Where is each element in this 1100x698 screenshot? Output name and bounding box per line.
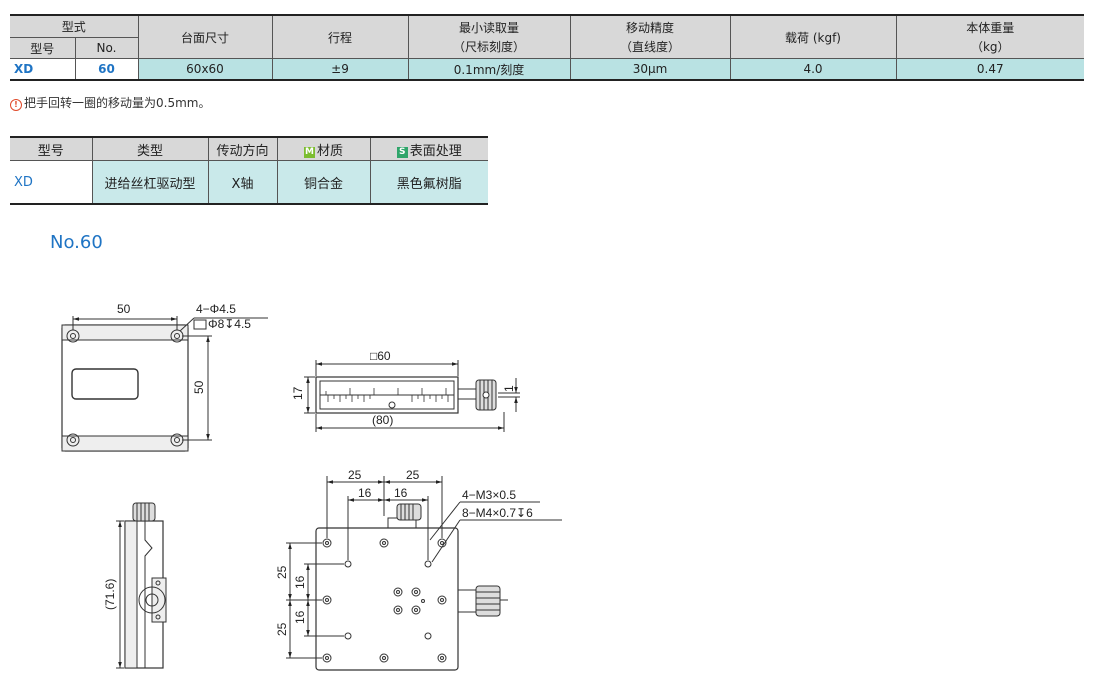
header-weight-sub: （kg） — [970, 40, 1010, 54]
warning-icon: ! — [10, 99, 22, 111]
type-header-surface-label: 表面处理 — [409, 143, 462, 159]
header-stroke: 行程 — [271, 14, 408, 59]
spec-table: 型式 台面尺寸 行程 最小读取量 （尺标刻度） 移动精度 （直线度） 载荷 (k… — [10, 14, 1084, 81]
side-view — [116, 502, 167, 669]
screw-hole-icon — [322, 538, 447, 663]
tap-spec-1: 4−M3×0.5 — [462, 488, 516, 502]
header-model: 型号 — [10, 37, 75, 59]
dim-71-6: (71.6) — [103, 579, 117, 610]
mount-hole-icon — [66, 329, 184, 447]
dim-60: □60 — [370, 349, 391, 363]
cell-model: XD — [10, 58, 75, 81]
header-weight-label: 本体重量 — [966, 21, 1015, 35]
hole-spec-1: 4−Φ4.5 — [196, 302, 236, 316]
type-cell-material: 铜合金 — [276, 160, 370, 205]
header-load: 载荷 (kgf) — [729, 14, 896, 59]
header-weight: 本体重量 （kg） — [895, 14, 1084, 59]
front-view — [304, 360, 520, 432]
cell-no: 60 — [74, 58, 138, 81]
dim-25-v2: 25 — [275, 622, 289, 636]
dim-16-v1: 16 — [293, 575, 307, 589]
header-form: 型式 — [10, 14, 138, 38]
cell-weight: 0.47 — [895, 58, 1084, 81]
note-text: 把手回转一圈的移动量为0.5mm。 — [24, 96, 211, 110]
type-cell-type: 进给丝杠驱动型 — [91, 160, 208, 205]
header-accuracy: 移动精度 （直线度） — [569, 14, 730, 59]
cell-accuracy: 30μm — [569, 58, 730, 81]
dim-50-top: 50 — [117, 302, 131, 316]
type-cell-surface: 黑色氟树脂 — [369, 160, 488, 205]
type-header-direction: 传动方向 — [207, 136, 277, 161]
scale-ticks — [325, 388, 449, 402]
type-header-material-label: 材质 — [316, 143, 343, 159]
tap-spec-2: 8−M4×0.7↧6 — [462, 506, 533, 520]
header-accuracy-label: 移动精度 — [625, 21, 674, 35]
dim-17: 17 — [291, 386, 305, 400]
material-badge-icon: M — [303, 146, 315, 158]
cell-stroke: ±9 — [271, 58, 408, 81]
dim-25-a: 25 — [348, 468, 362, 482]
note: !把手回转一圈的移动量为0.5mm。 — [10, 94, 210, 111]
type-cell-model: XD — [10, 160, 92, 205]
dim-16-a: 16 — [358, 486, 372, 500]
dim-16-v2: 16 — [293, 610, 307, 624]
header-min-reading-label: 最小读取量 — [458, 21, 519, 35]
header-accuracy-sub: （直线度） — [619, 40, 680, 54]
top-view — [61, 316, 268, 452]
dim-16-b: 16 — [394, 486, 408, 500]
dim-25-v1: 25 — [275, 565, 289, 579]
cell-load: 4.0 — [729, 58, 896, 81]
type-header-model: 型号 — [10, 136, 92, 161]
hole-spec-2: Φ8↧4.5 — [208, 317, 251, 331]
type-header-type: 类型 — [91, 136, 208, 161]
cell-min-reading: 0.1mm/刻度 — [407, 58, 570, 81]
header-no: No. — [74, 37, 138, 59]
surface-badge-icon: S — [396, 146, 408, 158]
type-cell-direction: X轴 — [207, 160, 277, 205]
dim-25-b: 25 — [406, 468, 420, 482]
dim-80: (80) — [372, 413, 393, 427]
dim-50-side: 50 — [192, 380, 206, 394]
cell-table-size: 60x60 — [137, 58, 272, 81]
table-row: XD 60 60x60 ±9 0.1mm/刻度 30μm 4.0 0.47 — [10, 58, 1084, 81]
model-title: No.60 — [50, 232, 103, 253]
table-row: XD 进给丝杠驱动型 X轴 铜合金 黑色氟树脂 — [10, 160, 488, 205]
header-table-size: 台面尺寸 — [137, 14, 272, 59]
bottom-view — [286, 476, 562, 671]
header-min-reading: 最小读取量 （尺标刻度） — [407, 14, 570, 59]
dim-1: 1 — [502, 385, 516, 392]
header-min-reading-sub: （尺标刻度） — [452, 40, 525, 54]
